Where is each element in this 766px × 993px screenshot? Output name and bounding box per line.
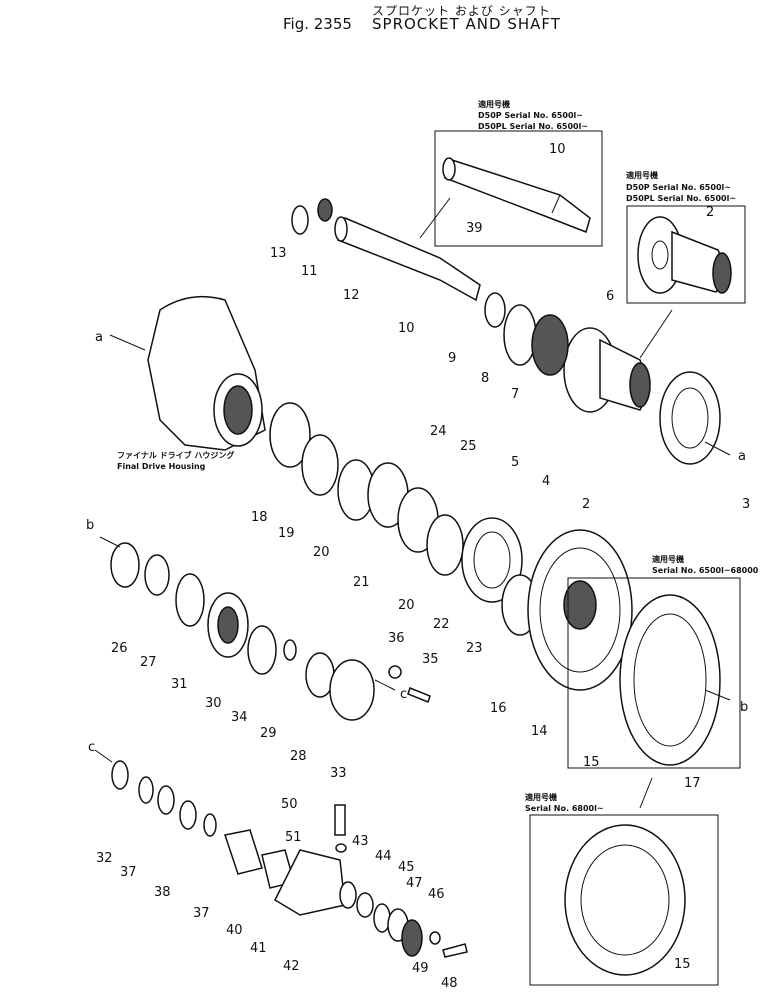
- part-48: 48: [441, 976, 458, 991]
- part-46: 46: [428, 887, 445, 902]
- part-18: 18: [251, 510, 268, 525]
- part-15: 15: [583, 755, 600, 770]
- part-20a: 20: [313, 545, 330, 560]
- rings: [269, 198, 569, 636]
- sprocket-note-line1: Serial No. 6500l~68000: [652, 566, 759, 575]
- part-32: 32: [96, 851, 113, 866]
- part-numbers: 2 2 3 4 5 6 7 8 9 10 10 11 12 13 14 15 1…: [96, 142, 750, 991]
- part-14: 14: [531, 724, 548, 739]
- part-10: 10: [398, 321, 415, 336]
- part-13: 13: [270, 246, 287, 261]
- sprocket-note2-line1: Serial No. 6800l~: [525, 804, 604, 813]
- shaft-inset: 適用号機 D50P Serial No. 6500l~ D50PL Serial…: [434, 99, 603, 247]
- sprocket-ring-alt: 適用号機 Serial No. 6800l~: [525, 792, 719, 986]
- part-2: 2: [582, 497, 590, 512]
- part-19: 19: [278, 526, 295, 541]
- part-38: 38: [154, 885, 171, 900]
- sprocket-hub-disc: [527, 529, 633, 691]
- sprocket-note-jp: 適用号機: [652, 554, 684, 564]
- hub: [563, 327, 651, 413]
- part-44: 44: [375, 849, 392, 864]
- part-26: 26: [111, 641, 128, 656]
- part-42: 42: [283, 959, 300, 974]
- part-25: 25: [460, 439, 477, 454]
- part-7: 7: [511, 387, 519, 402]
- part-37a: 37: [120, 865, 137, 880]
- figure-number: Fig. 2355: [283, 15, 352, 33]
- ref-b-right: b: [740, 700, 748, 715]
- housing-label-en: Final Drive Housing: [117, 462, 206, 471]
- ref-a-right: a: [738, 449, 746, 464]
- part-43: 43: [352, 834, 369, 849]
- part-6: 6: [606, 289, 614, 304]
- part-10-inset: 10: [549, 142, 566, 157]
- shaft-note-line1: D50P Serial No. 6500l~: [478, 111, 583, 120]
- final-drive-housing: ファイナル ドライブ ハウジング Final Drive Housing: [117, 295, 266, 471]
- japanese-title: スプロケット および シャフト: [372, 4, 551, 18]
- part-45: 45: [398, 860, 415, 875]
- part-50: 50: [281, 797, 298, 812]
- part-39: 39: [466, 221, 483, 236]
- ref-c-right: c: [400, 687, 407, 702]
- direction-arrows: [94, 197, 731, 809]
- diagram-title: SPROCKET AND SHAFT: [372, 15, 561, 33]
- part-20b: 20: [398, 598, 415, 613]
- part-41: 41: [250, 941, 267, 956]
- part-12: 12: [343, 288, 360, 303]
- part-27: 27: [140, 655, 157, 670]
- ref-c-left: c: [88, 740, 95, 755]
- part-36: 36: [388, 631, 405, 646]
- part-24: 24: [430, 424, 447, 439]
- part-5: 5: [511, 455, 519, 470]
- hub-note-line1: D50P Serial No. 6500l~: [626, 183, 731, 192]
- hub-gear: [659, 371, 721, 465]
- part-49: 49: [412, 961, 429, 976]
- ref-b-left: b: [86, 518, 94, 533]
- shaft-note-jp: 適用号機: [478, 99, 510, 109]
- part-21: 21: [353, 575, 370, 590]
- part-34: 34: [231, 710, 248, 725]
- part-40: 40: [226, 923, 243, 938]
- part-11: 11: [301, 264, 318, 279]
- part-33: 33: [330, 766, 347, 781]
- part-23: 23: [466, 641, 483, 656]
- hub-note-jp: 適用号機: [626, 170, 658, 180]
- main-shaft: [334, 216, 481, 302]
- part-3: 3: [742, 497, 750, 512]
- part-35: 35: [422, 652, 439, 667]
- housing-label-jp: ファイナル ドライブ ハウジング: [117, 450, 234, 460]
- part-17: 17: [684, 776, 701, 791]
- part-9: 9: [448, 351, 456, 366]
- part-4: 4: [542, 474, 550, 489]
- hub-inset: 適用号機 D50P Serial No. 6500l~ D50PL Serial…: [626, 170, 746, 304]
- part-51: 51: [285, 830, 302, 845]
- part-15-alt: 15: [674, 957, 691, 972]
- part-29: 29: [260, 726, 277, 741]
- sprocket-ring: 適用号機 Serial No. 6500l~68000: [567, 554, 759, 769]
- lower-assembly: [110, 542, 468, 958]
- part-28: 28: [290, 749, 307, 764]
- part-31: 31: [171, 677, 188, 692]
- part-37b: 37: [193, 906, 210, 921]
- part-22: 22: [433, 617, 450, 632]
- part-16: 16: [490, 701, 507, 716]
- hub-note-line2: D50PL Serial No. 6500l~: [626, 194, 736, 203]
- part-30: 30: [205, 696, 222, 711]
- sprocket-note2-jp: 適用号機: [525, 792, 557, 802]
- shaft-note-line2: D50PL Serial No. 6500l~: [478, 122, 588, 131]
- ref-a-left: a: [95, 330, 103, 345]
- part-47: 47: [406, 876, 423, 891]
- part-8: 8: [481, 371, 489, 386]
- part-2-inset: 2: [706, 205, 714, 220]
